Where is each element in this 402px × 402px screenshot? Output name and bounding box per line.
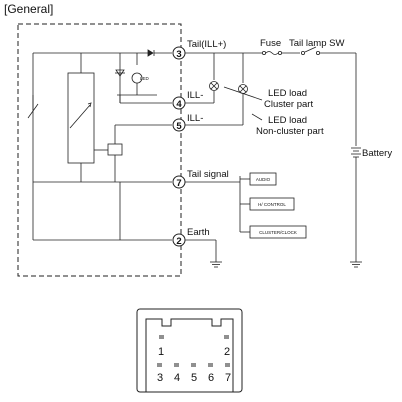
connector-pin-6: 6 <box>208 372 214 384</box>
cluster-clock-box <box>249 225 307 239</box>
terminal-4-label: ILL- <box>187 90 203 101</box>
terminal-3-label: Tail(ILL+) <box>187 39 226 50</box>
connector-pin-5: 5 <box>191 372 197 384</box>
external-wiring <box>185 46 362 268</box>
hvac-box <box>249 197 295 211</box>
led-load-cluster-line1: LED load <box>268 88 307 99</box>
connector-pin-7: 7 <box>225 372 231 384</box>
audio-box <box>249 172 277 186</box>
terminal-3-pin: 3 <box>176 49 181 60</box>
connector-face <box>136 308 243 393</box>
terminal-7-label: Tail signal <box>187 169 229 180</box>
led-load-noncluster-line1: LED load <box>268 115 307 126</box>
connector-pin-3: 3 <box>157 372 163 384</box>
terminals: 3 4 5 7 2 <box>172 46 186 247</box>
led-load-cluster-line2: Cluster part <box>264 99 313 110</box>
connector-pin-4: 4 <box>174 372 180 384</box>
connector-pin-2: 2 <box>224 346 230 358</box>
tail-lamp-sw-label: Tail lamp SW <box>289 38 344 49</box>
internal-circuit <box>27 49 172 241</box>
terminal-4-pin: 4 <box>176 99 182 110</box>
terminal-2-pin: 2 <box>176 236 181 247</box>
diagram-title: [General] <box>4 2 53 16</box>
connector-pin-1: 1 <box>158 346 164 358</box>
terminal-7-pin: 7 <box>176 178 181 189</box>
fuse-label: Fuse <box>260 38 281 49</box>
terminal-5-pin: 5 <box>176 121 182 132</box>
unit-boundary <box>17 23 182 277</box>
terminal-5-label: ILL- <box>187 113 203 124</box>
battery-label: Battery <box>362 148 392 159</box>
led-label: LED <box>140 76 150 81</box>
terminal-2-label: Earth <box>187 227 210 238</box>
audio-label: AUDIO <box>256 177 271 182</box>
hvac-label: H/ CONTROL <box>258 202 286 207</box>
led-load-noncluster-line2: Non-cluster part <box>256 126 324 137</box>
cluster-clock-label: CLUSTER/CLOCK <box>259 230 297 235</box>
